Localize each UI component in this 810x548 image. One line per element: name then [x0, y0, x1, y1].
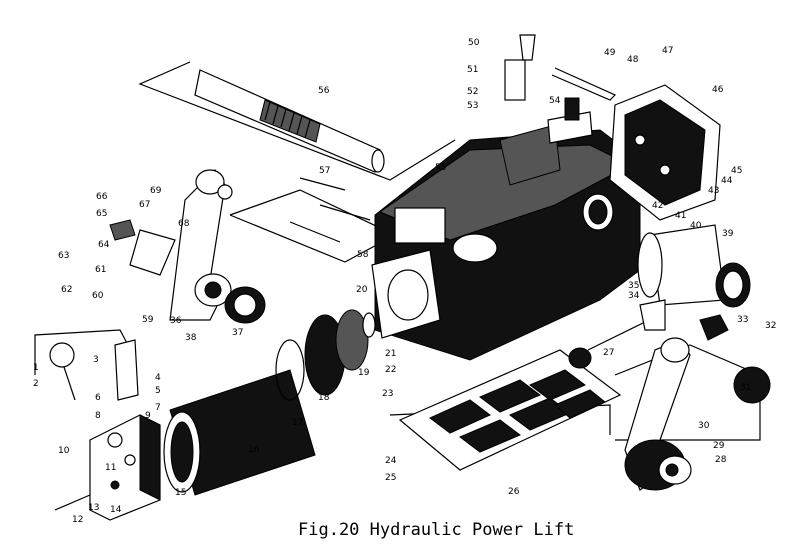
part-label-36: 36 [170, 316, 182, 326]
part-label-3: 3 [93, 355, 99, 365]
part-label-6: 6 [95, 393, 101, 403]
part-label-31: 31 [740, 383, 751, 393]
part-label-58: 58 [357, 250, 369, 260]
part-label-9: 9 [145, 411, 151, 421]
part-label-54: 54 [549, 96, 561, 106]
part-label-63: 63 [58, 251, 69, 261]
part-label-30: 30 [698, 421, 710, 431]
part-label-27: 27 [603, 348, 614, 358]
part-label-21: 21 [385, 349, 396, 359]
part-label-19: 19 [358, 368, 370, 378]
part-label-50: 50 [468, 38, 480, 48]
bottom-cover [398, 349, 622, 471]
rear-cover [609, 84, 721, 221]
part-label-13: 13 [88, 503, 99, 513]
lift-arm-right [624, 337, 692, 491]
part-label-7: 7 [155, 403, 161, 413]
part-label-48: 48 [627, 55, 639, 65]
part-label-46: 46 [712, 85, 724, 95]
part-label-29: 29 [713, 441, 725, 451]
part-label-51: 51 [467, 65, 478, 75]
part-label-17: 17 [292, 418, 303, 428]
part-label-53: 53 [467, 101, 478, 111]
part-label-67: 67 [139, 200, 150, 210]
part-label-65: 65 [96, 209, 107, 219]
part-label-35: 35 [628, 281, 639, 291]
part-label-4: 4 [155, 373, 161, 383]
part-label-55: 55 [435, 163, 446, 173]
lift-arm-left [129, 169, 266, 324]
part-label-24: 24 [385, 456, 397, 466]
small-parts [49, 34, 771, 511]
main-housing [371, 111, 641, 361]
part-label-5: 5 [155, 386, 161, 396]
part-label-43: 43 [708, 186, 719, 196]
part-label-60: 60 [92, 291, 104, 301]
part-label-45: 45 [731, 166, 742, 176]
part-label-10: 10 [58, 446, 70, 456]
part-label-1: 1 [33, 363, 39, 373]
part-label-8: 8 [95, 411, 101, 421]
part-label-57: 57 [319, 166, 330, 176]
part-label-34: 34 [628, 291, 640, 301]
part-label-39: 39 [722, 229, 734, 239]
part-label-69: 69 [150, 186, 162, 196]
part-label-56: 56 [318, 86, 330, 96]
cylinder-assembly [163, 309, 376, 496]
rocker-bush [637, 224, 751, 308]
part-label-38: 38 [185, 333, 197, 343]
part-label-16: 16 [248, 445, 260, 455]
part-label-42: 42 [652, 201, 663, 211]
part-label-26: 26 [508, 487, 520, 497]
part-label-49: 49 [604, 48, 616, 58]
part-label-44: 44 [721, 176, 733, 186]
part-label-25: 25 [385, 473, 396, 483]
part-label-59: 59 [142, 315, 154, 325]
part-label-32: 32 [765, 321, 776, 331]
part-label-28: 28 [715, 455, 727, 465]
part-label-62: 62 [61, 285, 72, 295]
splined-shaft [194, 69, 385, 173]
part-label-52: 52 [467, 87, 478, 97]
part-label-37: 37 [232, 328, 243, 338]
part-label-14: 14 [110, 505, 122, 515]
part-label-2: 2 [33, 379, 39, 389]
part-label-22: 22 [385, 365, 396, 375]
part-label-18: 18 [318, 393, 330, 403]
part-label-33: 33 [737, 315, 748, 325]
part-label-66: 66 [96, 192, 108, 202]
part-label-41: 41 [675, 211, 686, 221]
part-label-64: 64 [98, 240, 110, 250]
part-label-23: 23 [382, 389, 393, 399]
part-label-20: 20 [356, 285, 368, 295]
part-label-15: 15 [175, 488, 186, 498]
figure-caption: Fig.20 Hydraulic Power Lift [298, 520, 574, 540]
part-label-12: 12 [72, 515, 83, 525]
part-label-11: 11 [105, 463, 116, 473]
part-label-68: 68 [178, 219, 190, 229]
part-label-61: 61 [95, 265, 106, 275]
valve-block [89, 414, 161, 521]
part-label-40: 40 [690, 221, 702, 231]
part-label-47: 47 [662, 46, 673, 56]
